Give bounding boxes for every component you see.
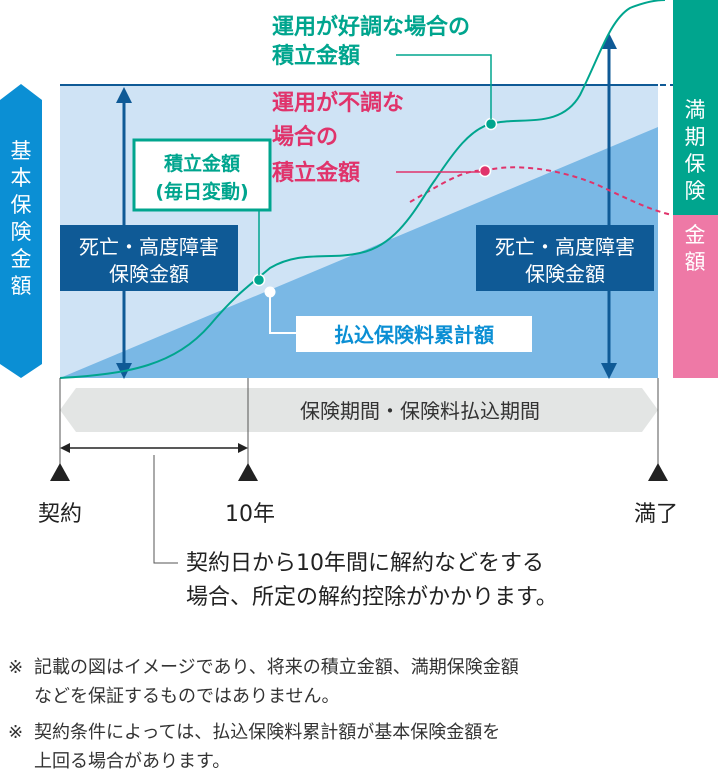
svg-text:などを保証するものではありません。: などを保証するものではありません。 [34, 686, 339, 707]
svg-text:積立金額: 積立金額 [164, 152, 240, 175]
svg-text:額: 額 [11, 274, 32, 298]
svg-text:険: 険 [685, 179, 706, 203]
svg-text:保険金額: 保険金額 [109, 262, 189, 286]
surrender-leader [153, 455, 178, 564]
poor-performance-curve [409, 166, 673, 216]
marker-good [484, 117, 498, 131]
svg-text:期: 期 [685, 125, 706, 149]
death-benefit-left-box [60, 225, 238, 291]
svg-text:金: 金 [685, 223, 706, 247]
marker-accum-daily [252, 273, 266, 287]
period-bar-label: 保険期間・保険料払込期間 [300, 399, 540, 423]
svg-text:上回る場合があります。: 上回る場合があります。 [34, 751, 230, 772]
svg-text:記載の図はイメージであり、将来の積立金額、満期保険金額: 記載の図はイメージであり、将来の積立金額、満期保険金額 [34, 657, 519, 678]
accum-daily-box [132, 138, 272, 212]
accum-daily-label: 積立金額 (毎日変動) [155, 152, 248, 203]
maturity-amount-good [673, 0, 718, 215]
svg-text:場合の: 場合の [272, 124, 338, 150]
svg-text:契約条件によっては、払込保険料累計額が基本保険金額を: 契約条件によっては、払込保険料累計額が基本保険金額を [34, 722, 500, 743]
premium-total-box [296, 316, 532, 352]
premium-total-label: 払込保険料累計額 [334, 323, 494, 347]
death-benefit-right-box [476, 225, 654, 291]
right-double-arrow [601, 33, 617, 379]
svg-text:険: 険 [11, 220, 32, 244]
svg-text:運用が不調な: 運用が不調な [272, 90, 404, 116]
death-benefit-left-label: 死亡・高度障害 保険金額 [79, 235, 219, 286]
surrender-note: 契約日から10年間に解約などをする 場合、所定の解約控除がかかります。 [186, 551, 558, 610]
svg-text:保: 保 [11, 193, 32, 217]
svg-text:基: 基 [11, 139, 32, 163]
svg-text:※: ※ [8, 722, 23, 743]
good-performance-label: 運用が好調な場合の 積立金額 [272, 14, 470, 69]
svg-text:保険金額: 保険金額 [525, 262, 605, 286]
svg-text:場合、所定の解約控除がかかります。: 場合、所定の解約控除がかかります。 [186, 585, 558, 610]
svg-text:額: 額 [685, 250, 706, 274]
marker-premium-total [264, 286, 276, 298]
good-performance-curve [59, 0, 666, 379]
svg-text:死亡・高度障害: 死亡・高度障害 [495, 235, 635, 259]
maturity-insured-label: 満 期 保 険 金 額 [685, 98, 706, 274]
svg-text:本: 本 [11, 166, 32, 190]
guide-lines [59, 378, 659, 465]
contract-label: 契約 [38, 502, 82, 527]
death-benefit-right-label: 死亡・高度障害 保険金額 [495, 235, 635, 286]
maturity-amount-poor [673, 215, 718, 378]
basic-insured-label: 基 本 保 険 金 額 [11, 139, 32, 298]
leader-lines [258, 54, 492, 334]
svg-text:保: 保 [685, 152, 706, 176]
year10-label: 10年 [225, 502, 275, 527]
svg-text:運用が好調な場合の: 運用が好調な場合の [272, 14, 470, 40]
year10-marker-icon [238, 463, 258, 481]
poor-performance-label: 運用が不調な 場合の 積立金額 [272, 90, 404, 186]
basic-insured-badge [0, 84, 42, 378]
svg-text:※: ※ [8, 657, 23, 678]
period-bar [60, 388, 658, 432]
maturity-label: 満了 [634, 502, 678, 527]
ten-year-span-arrow [60, 443, 248, 453]
marker-poor [478, 164, 492, 178]
svg-text:満: 満 [685, 98, 706, 122]
svg-text:金: 金 [11, 247, 32, 271]
svg-text:契約日から10年間に解約などをする: 契約日から10年間に解約などをする [186, 551, 544, 576]
svg-text:積立金額: 積立金額 [272, 43, 360, 69]
footnotes: ※ 記載の図はイメージであり、将来の積立金額、満期保険金額 などを保証するもので… [8, 657, 519, 772]
svg-text:積立金額: 積立金額 [272, 160, 360, 186]
svg-text:死亡・高度障害: 死亡・高度障害 [79, 235, 219, 259]
contract-marker-icon [50, 463, 70, 481]
svg-text:(毎日変動): (毎日変動) [155, 180, 248, 203]
maturity-marker-icon [648, 463, 668, 481]
